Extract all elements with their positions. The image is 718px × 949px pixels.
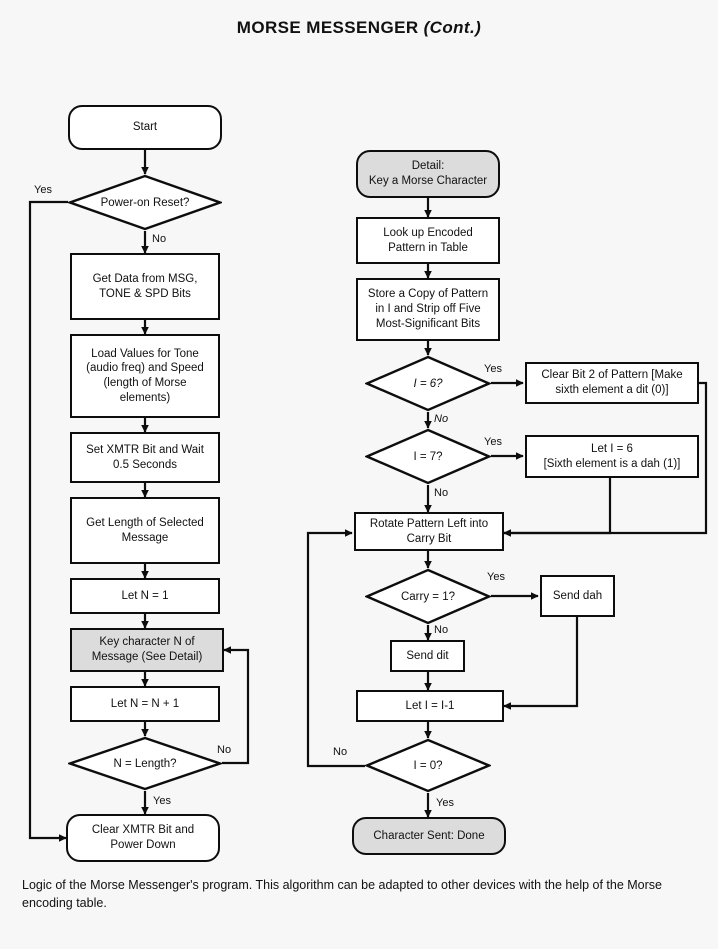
node-i-equals-0[interactable]: I = 0?	[365, 738, 491, 793]
diamond-shape	[365, 738, 491, 793]
node-i-equals-7[interactable]: I = 7?	[365, 428, 491, 485]
diamond-shape	[365, 428, 491, 485]
node-start[interactable]: Start	[68, 105, 222, 150]
node-let-i-decrement[interactable]: Let I = I-1	[356, 690, 504, 722]
node-send-dah[interactable]: Send dah	[540, 575, 615, 617]
node-key-character[interactable]: Key character N of Message (See Detail)	[70, 628, 224, 672]
node-label: Power-on Reset?	[100, 196, 190, 209]
edge-label-reset-yes: Yes	[34, 184, 52, 196]
edge-label-length-yes: Yes	[153, 795, 171, 807]
node-clear-bit-2[interactable]: Clear Bit 2 of Pattern [Make sixth eleme…	[525, 362, 699, 404]
diamond-shape	[365, 355, 491, 412]
node-i-equals-6[interactable]: I = 6?	[365, 355, 491, 412]
node-detail[interactable]: Detail: Key a Morse Character	[356, 150, 500, 198]
node-label: N = Length?	[113, 757, 177, 770]
node-power-on-reset[interactable]: Power-on Reset?	[68, 174, 222, 231]
diamond-shape	[365, 568, 491, 625]
node-let-n-1[interactable]: Let N = 1	[70, 578, 220, 614]
node-label: I = 0?	[413, 759, 443, 772]
node-lookup-pattern[interactable]: Look up Encoded Pattern in Table	[356, 217, 500, 264]
node-character-sent[interactable]: Character Sent: Done	[352, 817, 506, 855]
edge-label-i6-no: No	[434, 413, 449, 425]
node-label: I = 6?	[413, 377, 443, 390]
edge-label-length-no: No	[217, 744, 232, 756]
node-load-values[interactable]: Load Values for Tone (audio freq) and Sp…	[70, 334, 220, 418]
edge-label-i7-no: No	[434, 487, 449, 499]
node-label: Carry = 1?	[400, 590, 455, 603]
node-get-length[interactable]: Get Length of Selected Message	[70, 497, 220, 564]
node-store-copy[interactable]: Store a Copy of Pattern in I and Strip o…	[356, 278, 500, 341]
node-n-equals-length[interactable]: N = Length?	[68, 736, 222, 791]
edge-label-carry-no: No	[434, 624, 449, 636]
edge-label-i0-yes: Yes	[436, 797, 454, 809]
node-get-data[interactable]: Get Data from MSG, TONE & SPD Bits	[70, 253, 220, 320]
edge-label-carry-yes: Yes	[487, 571, 505, 583]
node-send-dit[interactable]: Send dit	[390, 640, 465, 672]
node-clear-xmtr[interactable]: Clear XMTR Bit and Power Down	[66, 814, 220, 862]
diamond-shape	[68, 174, 222, 231]
page-title-cont: (Cont.)	[423, 18, 482, 37]
node-rotate-pattern[interactable]: Rotate Pattern Left into Carry Bit	[354, 512, 504, 551]
node-let-n-increment[interactable]: Let N = N + 1	[70, 686, 220, 722]
edge-label-i6-yes: Yes	[484, 363, 502, 375]
edge-label-reset-no: No	[152, 233, 167, 245]
diamond-shape	[68, 736, 222, 791]
node-label: I = 7?	[413, 450, 443, 463]
figure-caption: Logic of the Morse Messenger's program. …	[22, 878, 662, 911]
page-title: MORSE MESSENGER (Cont.)	[0, 18, 718, 38]
edge-label-i0-no: No	[333, 746, 348, 758]
node-carry-equals-1[interactable]: Carry = 1?	[365, 568, 491, 625]
page-title-main: MORSE MESSENGER	[236, 18, 424, 37]
node-let-i-6[interactable]: Let I = 6 [Sixth element is a dah (1)]	[525, 435, 699, 478]
node-set-xmtr[interactable]: Set XMTR Bit and Wait 0.5 Seconds	[70, 432, 220, 483]
edge-label-i7-yes: Yes	[484, 436, 502, 448]
